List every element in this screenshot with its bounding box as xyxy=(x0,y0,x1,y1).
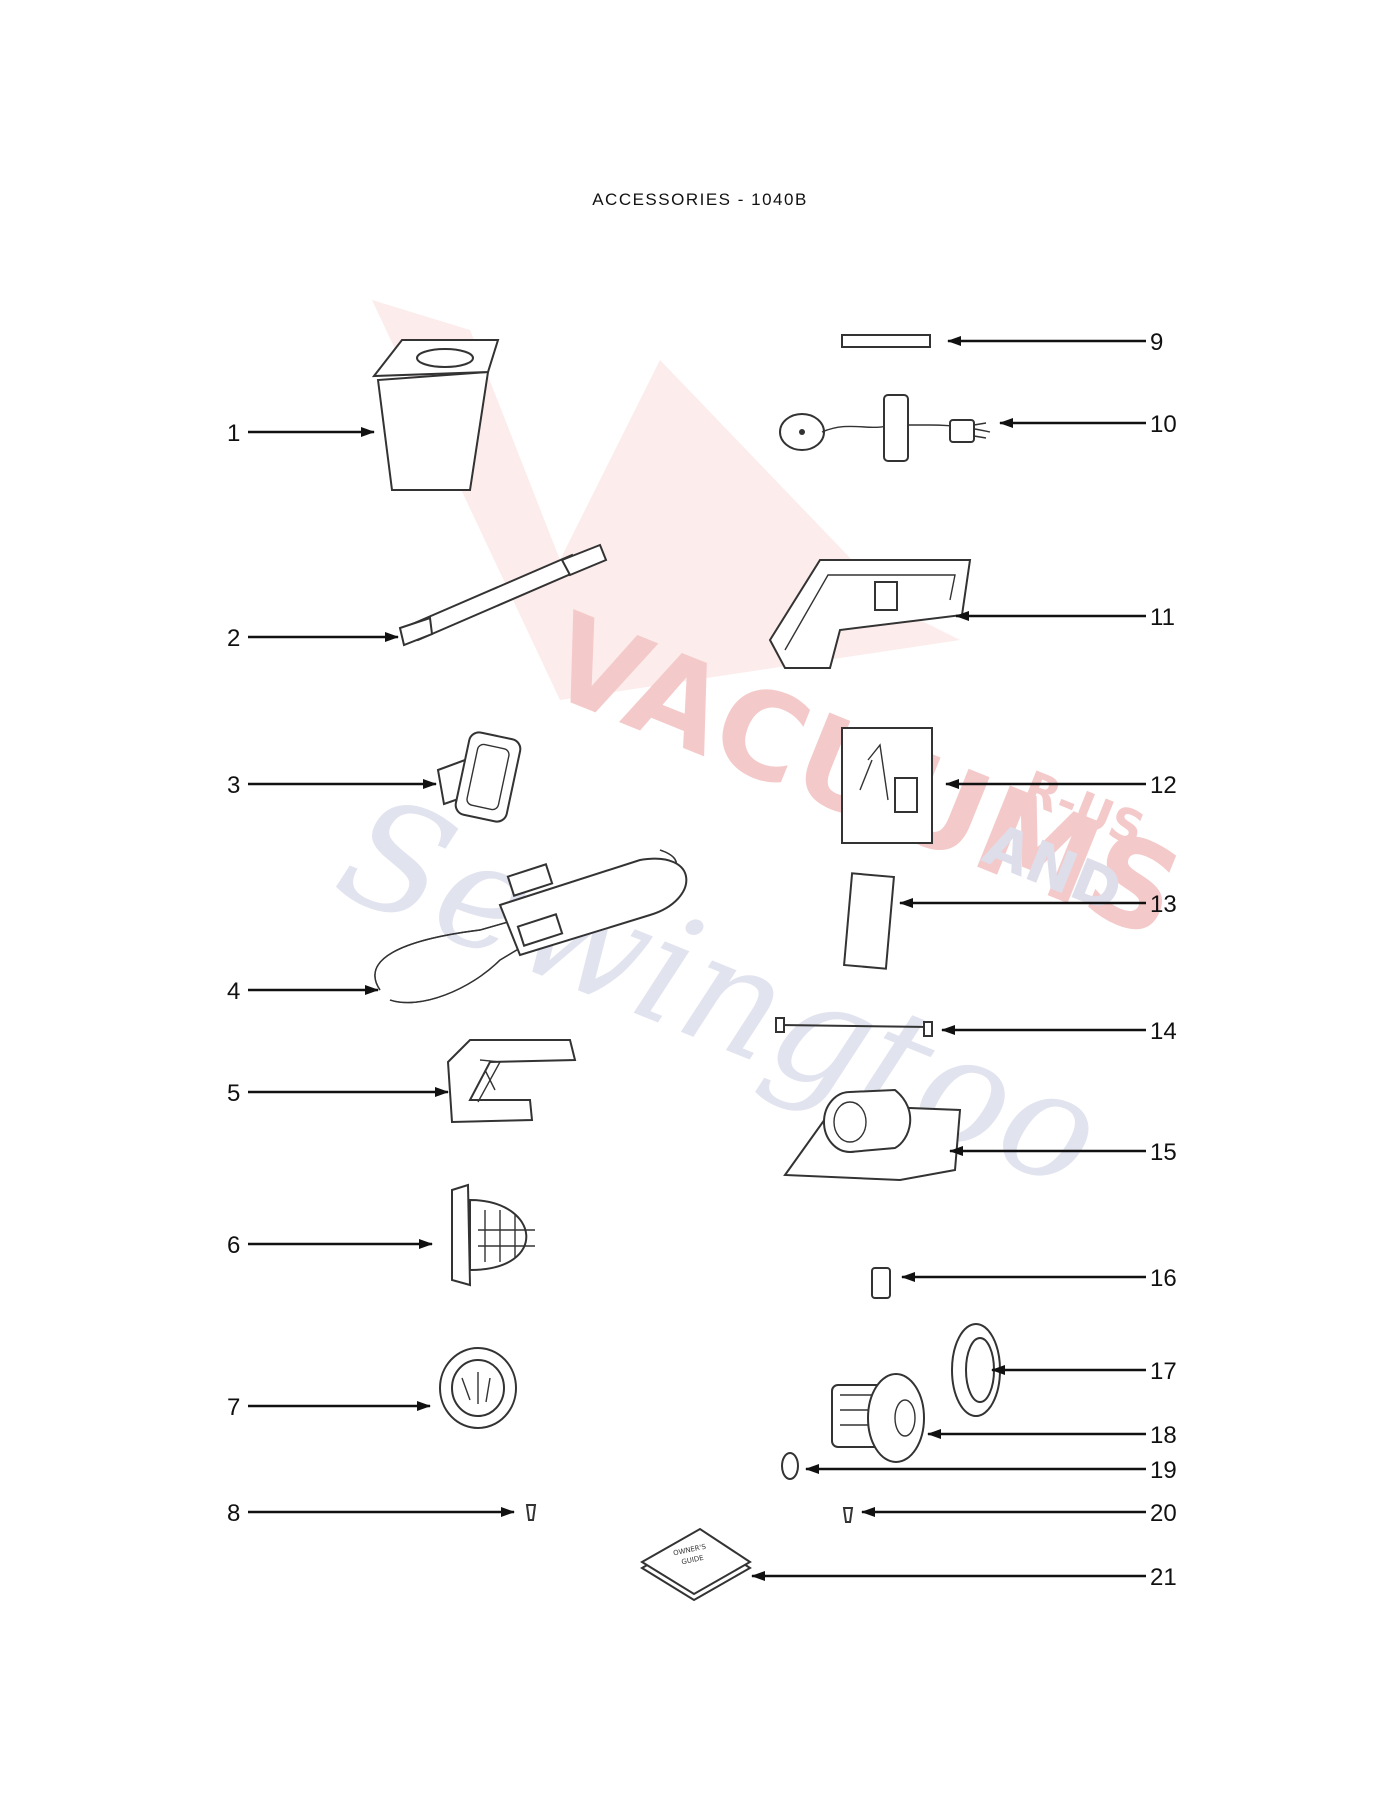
part-19-washer xyxy=(781,1452,799,1480)
part-15-nozzle-base xyxy=(783,1088,962,1182)
diagram-title: ACCESSORIES - 1040B xyxy=(592,190,808,209)
callout-number-19: 19 xyxy=(1150,1457,1177,1484)
callout-number-11: 11 xyxy=(1150,604,1175,631)
part-7-round-grille xyxy=(439,1347,517,1429)
part-3-dusting-brush xyxy=(436,731,522,823)
callout-number-18: 18 xyxy=(1150,1422,1177,1449)
part-2-crevice-tool xyxy=(398,543,608,647)
part-1-bag xyxy=(371,339,500,491)
callout-number-10: 10 xyxy=(1150,411,1177,438)
part-4-hose xyxy=(374,849,688,1004)
callout-number-6: 6 xyxy=(227,1232,240,1259)
callout-number-20: 20 xyxy=(1150,1500,1177,1527)
callout-number-15: 15 xyxy=(1150,1139,1177,1166)
callout-number-9: 9 xyxy=(1150,329,1163,356)
part-14-rod xyxy=(775,1017,933,1037)
callout-number-13: 13 xyxy=(1150,891,1177,918)
callout-number-16: 16 xyxy=(1150,1265,1177,1292)
callout-number-4: 4 xyxy=(227,978,240,1005)
callout-number-21: 21 xyxy=(1150,1564,1177,1591)
callout-number-14: 14 xyxy=(1150,1018,1177,1045)
part-11-tray xyxy=(768,559,972,669)
callout-number-2: 2 xyxy=(227,625,240,652)
callout-number-3: 3 xyxy=(227,772,240,799)
part-13-filter-pad xyxy=(842,872,896,970)
part-6-dome-filter xyxy=(451,1183,535,1287)
callout-number-5: 5 xyxy=(227,1080,240,1107)
part-12-hardware-kit xyxy=(841,727,933,844)
callout-number-12: 12 xyxy=(1150,772,1177,799)
callout-number-1: 1 xyxy=(227,420,240,447)
callout-number-17: 17 xyxy=(1150,1358,1177,1385)
callout-number-7: 7 xyxy=(227,1394,240,1421)
part-17-ring xyxy=(951,1323,1001,1417)
part-5-tool-bracket xyxy=(446,1039,577,1124)
part-16-clip xyxy=(871,1267,891,1299)
part-10-power-cord xyxy=(779,394,991,462)
part-9-strip xyxy=(841,334,931,348)
part-8-screw xyxy=(525,1504,537,1521)
part-20-screw xyxy=(842,1507,854,1523)
part-21-owners-guide: OWNER'S GUIDE xyxy=(640,1527,752,1602)
part-18-motor xyxy=(831,1373,925,1463)
callout-number-8: 8 xyxy=(227,1500,240,1527)
